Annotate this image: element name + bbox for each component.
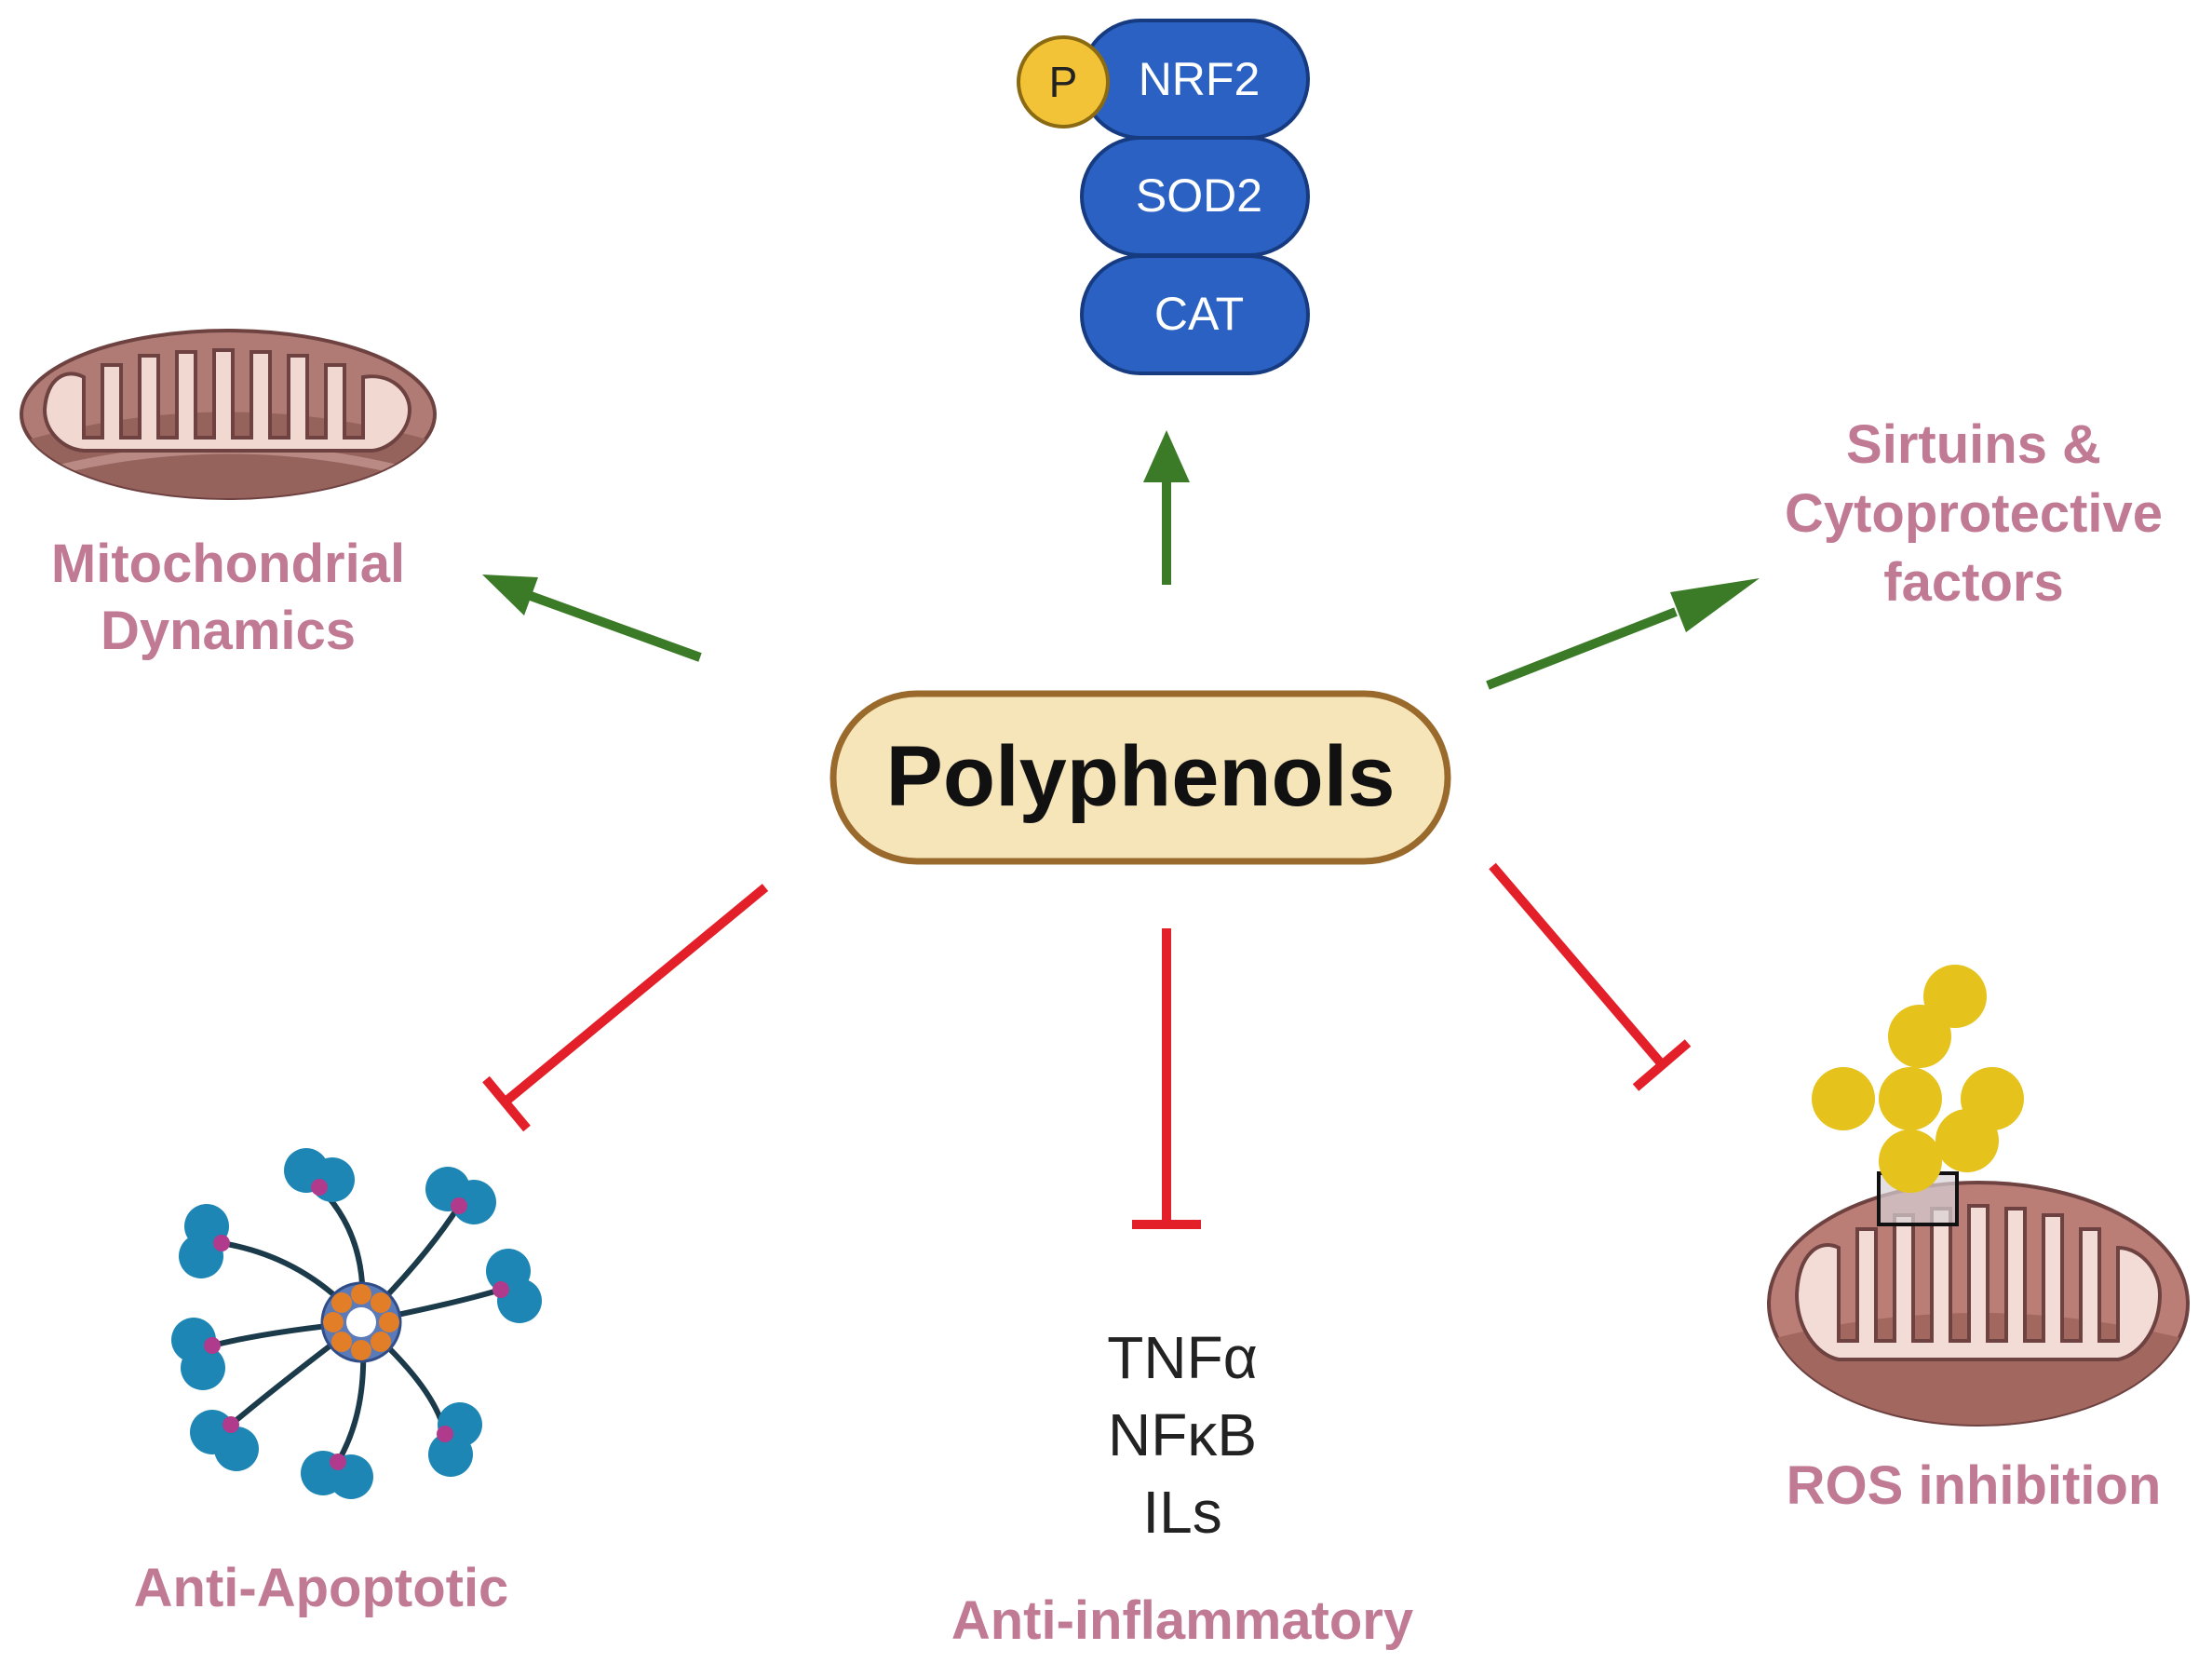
polyphenols-label: Polyphenols [886,729,1396,824]
activation-arrows [482,430,1760,690]
cat-label: CAT [1154,288,1244,340]
inhibition-arrows [482,862,1692,1229]
inhibit-left [482,884,769,1132]
mediator-tnfa: TNFα [1107,1324,1257,1391]
inhibit-right [1489,862,1692,1091]
sirt-label-line1: Sirtuins & [1846,414,2101,475]
phospho-icon [1017,35,1110,128]
sirt-label-line2: Cytoprotective [1785,483,2163,544]
cristae-left [42,348,412,453]
apoptosome-icon [171,1148,542,1499]
ros-label: ROS inhibition [1787,1455,2162,1516]
apaf-units [171,1148,542,1499]
inhibit-middle [1132,928,1201,1229]
anti-inflammatory-label: Anti-inflammatory [951,1590,1413,1651]
sirt-label-line3: factors [1883,552,2063,613]
arrow-up [1143,430,1190,585]
ros-mitochondrion-icon [1767,965,2190,1427]
mediator-nfkb: NFκB [1108,1401,1257,1468]
mitochondrion-icon [20,329,437,500]
phospho-label: P [1049,58,1078,106]
arrow-left [482,575,702,662]
protein-stack: P NRF2 SOD2 CAT [1017,19,1310,375]
sod2-label: SOD2 [1136,169,1262,222]
mito-label-line2: Dynamics [101,601,356,661]
ros-particles [1812,965,2024,1193]
mediator-ils: ILs [1142,1479,1221,1546]
nrf2-label: NRF2 [1139,53,1261,105]
cristae-right [1794,1204,2163,1361]
mito-label-line1: Mitochondrial [51,534,405,594]
arrow-right [1486,578,1760,690]
anti-apoptotic-label: Anti-Apoptotic [134,1558,509,1618]
apoptosome-core [320,1281,402,1363]
polyphenols-node: Polyphenols [830,690,1451,865]
